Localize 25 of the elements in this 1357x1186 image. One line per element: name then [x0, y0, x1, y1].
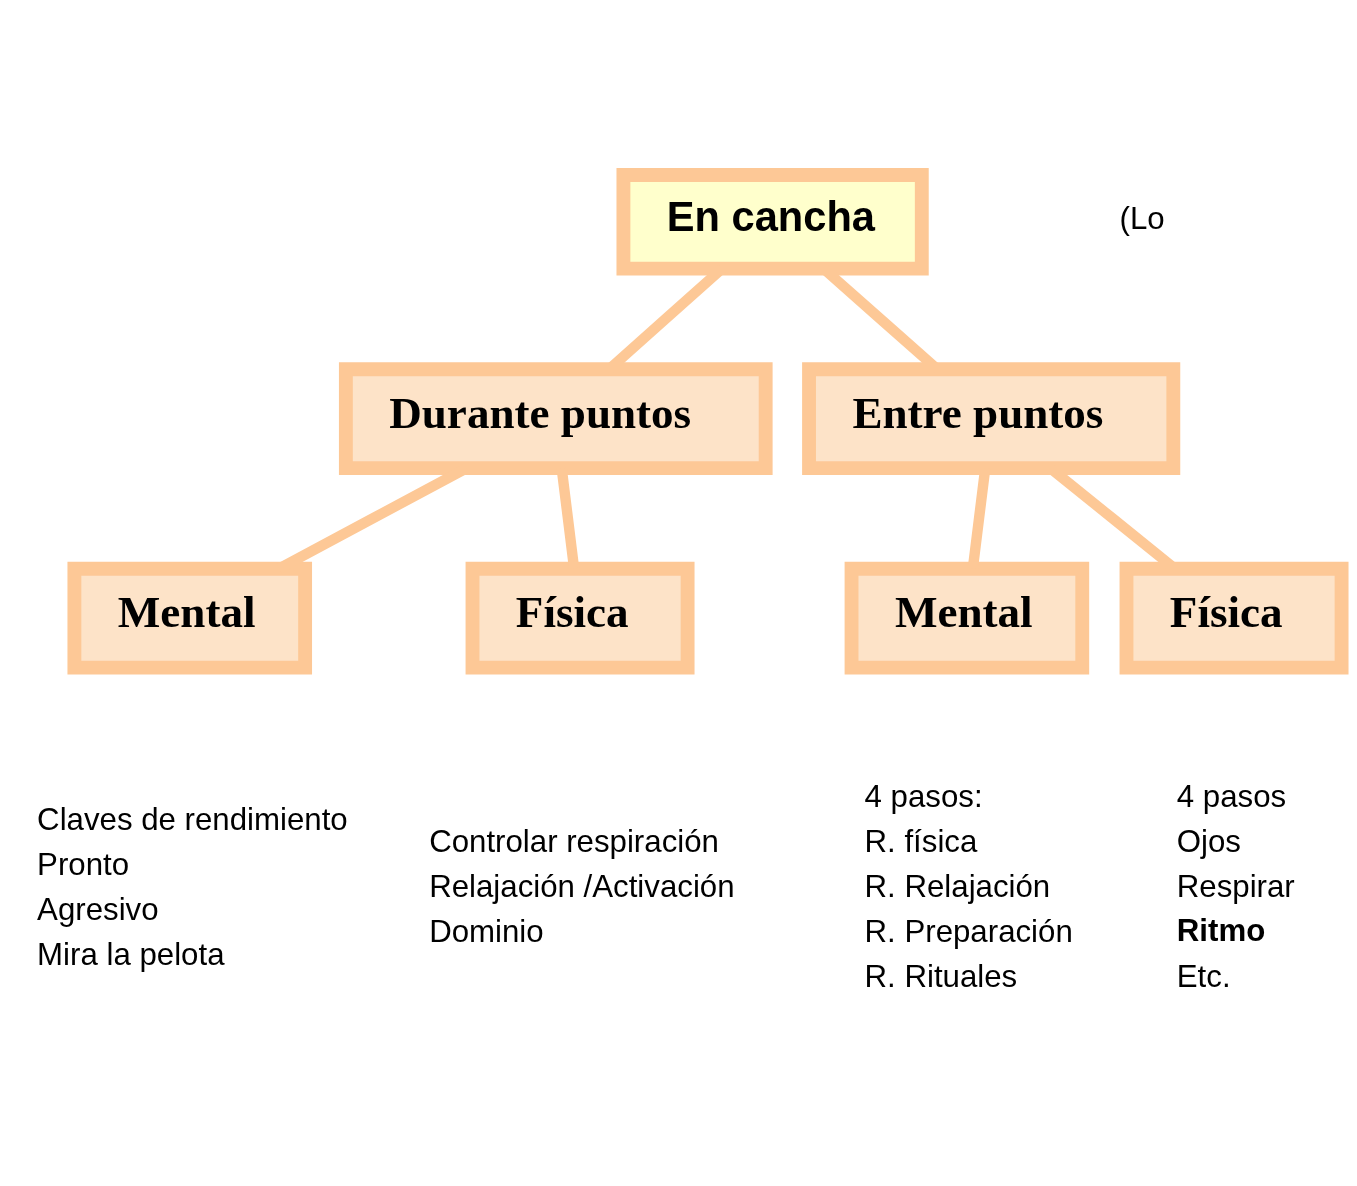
- node-box: Física: [465, 561, 695, 675]
- node-label: 4 pasos: [1176, 779, 1287, 815]
- node-box: Física: [1119, 561, 1349, 675]
- node-label: 4 pasos:: [864, 779, 983, 815]
- node-box: Mental: [67, 561, 313, 675]
- node-box: Mental: [844, 561, 1090, 675]
- node-label: R. Relajación: [864, 869, 1051, 905]
- node-label: Ojos: [1176, 824, 1241, 860]
- node-label: Controlar respiración: [429, 824, 719, 860]
- node-box: Durante puntos: [338, 362, 773, 476]
- label: (Lo: [1119, 201, 1165, 237]
- node-label: R. física: [864, 824, 978, 860]
- node-label: Ritmo: [1176, 912, 1266, 948]
- node-label: Dominio: [429, 914, 544, 950]
- node-label: Claves de rendimiento: [37, 801, 348, 837]
- node-label: Mira la pelota: [37, 936, 225, 972]
- node-label: R. Rituales: [864, 959, 1018, 995]
- node-label: Etc.: [1176, 959, 1231, 995]
- node-label: Relajación /Activación: [429, 869, 735, 905]
- node-box: En cancha: [616, 168, 929, 276]
- node-label: R. Preparación: [864, 914, 1073, 950]
- node-label: Pronto: [37, 846, 130, 882]
- node-label: Respirar: [1176, 869, 1295, 905]
- node-box: Entre puntos: [802, 362, 1181, 476]
- node-label: Agresivo: [37, 891, 159, 927]
